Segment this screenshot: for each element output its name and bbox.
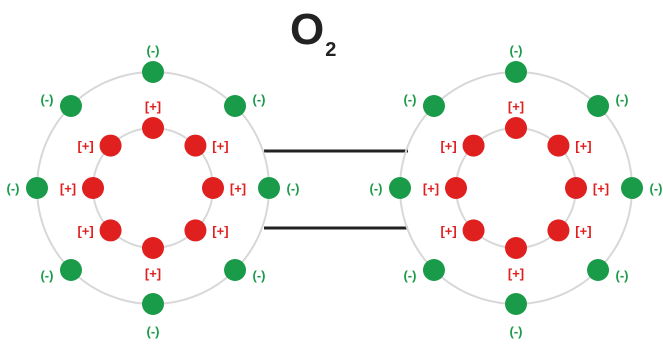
proton-label: [+]	[212, 139, 228, 154]
electron	[26, 177, 48, 199]
molecule-title: O2	[290, 5, 380, 62]
electron	[59, 94, 82, 117]
proton-label: [+]	[440, 223, 456, 238]
electron-label: (-)	[40, 92, 53, 107]
proton-label: [+]	[440, 139, 456, 154]
electron-label: (-)	[370, 181, 383, 196]
proton-label: [+]	[575, 139, 591, 154]
proton-label: [+]	[77, 139, 93, 154]
atom-left: (-) (-) (-) (-) (-) (-) (-) (-) [+] [+] [+] [+] [+] […	[7, 43, 300, 339]
proton	[142, 237, 164, 259]
proton	[184, 219, 207, 242]
proton	[565, 177, 587, 199]
electron-label: (-)	[403, 92, 416, 107]
electron	[505, 61, 527, 83]
proton	[202, 177, 224, 199]
proton	[462, 134, 485, 157]
proton-label: [+]	[423, 181, 439, 196]
proton	[82, 177, 104, 199]
electron	[621, 177, 643, 199]
proton-label: [+]	[230, 181, 246, 196]
electron	[224, 94, 247, 117]
electron-label: (-)	[253, 92, 266, 107]
electron-label: (-)	[147, 43, 160, 58]
electron	[224, 259, 247, 282]
electron-label: (-)	[510, 324, 523, 339]
title-subscript: 2	[325, 39, 337, 61]
electron	[422, 259, 445, 282]
electron-label: (-)	[40, 268, 53, 283]
electron-label: (-)	[287, 181, 300, 196]
proton-label: [+]	[508, 99, 524, 114]
proton	[505, 237, 527, 259]
proton-label: [+]	[593, 181, 609, 196]
electron-label: (-)	[403, 268, 416, 283]
electron-label: (-)	[253, 268, 266, 283]
atom-right: (-) (-) (-) (-) (-) (-) (-) (-) [+] [+] [+] [+] [+] […	[370, 43, 663, 339]
electron	[258, 177, 280, 199]
proton-label: [+]	[60, 181, 76, 196]
electron-label: (-)	[147, 324, 160, 339]
electron-label: (-)	[7, 181, 20, 196]
electron	[142, 293, 164, 315]
electron-label: (-)	[616, 268, 629, 283]
bond-lines	[264, 149, 408, 230]
proton-label: [+]	[212, 223, 228, 238]
electron	[422, 94, 445, 117]
proton-label: [+]	[145, 99, 161, 114]
electron	[142, 61, 164, 83]
atoms-group: (-) (-) (-) (-) (-) (-) (-) (-) [+] [+] [+] [+] [+] […	[7, 43, 663, 339]
title-symbol: O	[290, 5, 325, 54]
proton-label: [+]	[77, 223, 93, 238]
proton-label: [+]	[508, 266, 524, 281]
proton	[547, 134, 570, 157]
electron-label: (-)	[616, 92, 629, 107]
electron	[389, 177, 411, 199]
proton	[547, 219, 570, 242]
proton	[184, 134, 207, 157]
electron-label: (-)	[650, 181, 663, 196]
electron	[505, 293, 527, 315]
electron	[587, 94, 610, 117]
electron	[59, 259, 82, 282]
proton	[99, 134, 122, 157]
proton	[462, 219, 485, 242]
electron-label: (-)	[510, 43, 523, 58]
proton-label: [+]	[575, 223, 591, 238]
proton	[445, 177, 467, 199]
proton-label: [+]	[145, 266, 161, 281]
electron	[587, 259, 610, 282]
proton	[142, 117, 164, 139]
proton	[99, 219, 122, 242]
proton	[505, 117, 527, 139]
